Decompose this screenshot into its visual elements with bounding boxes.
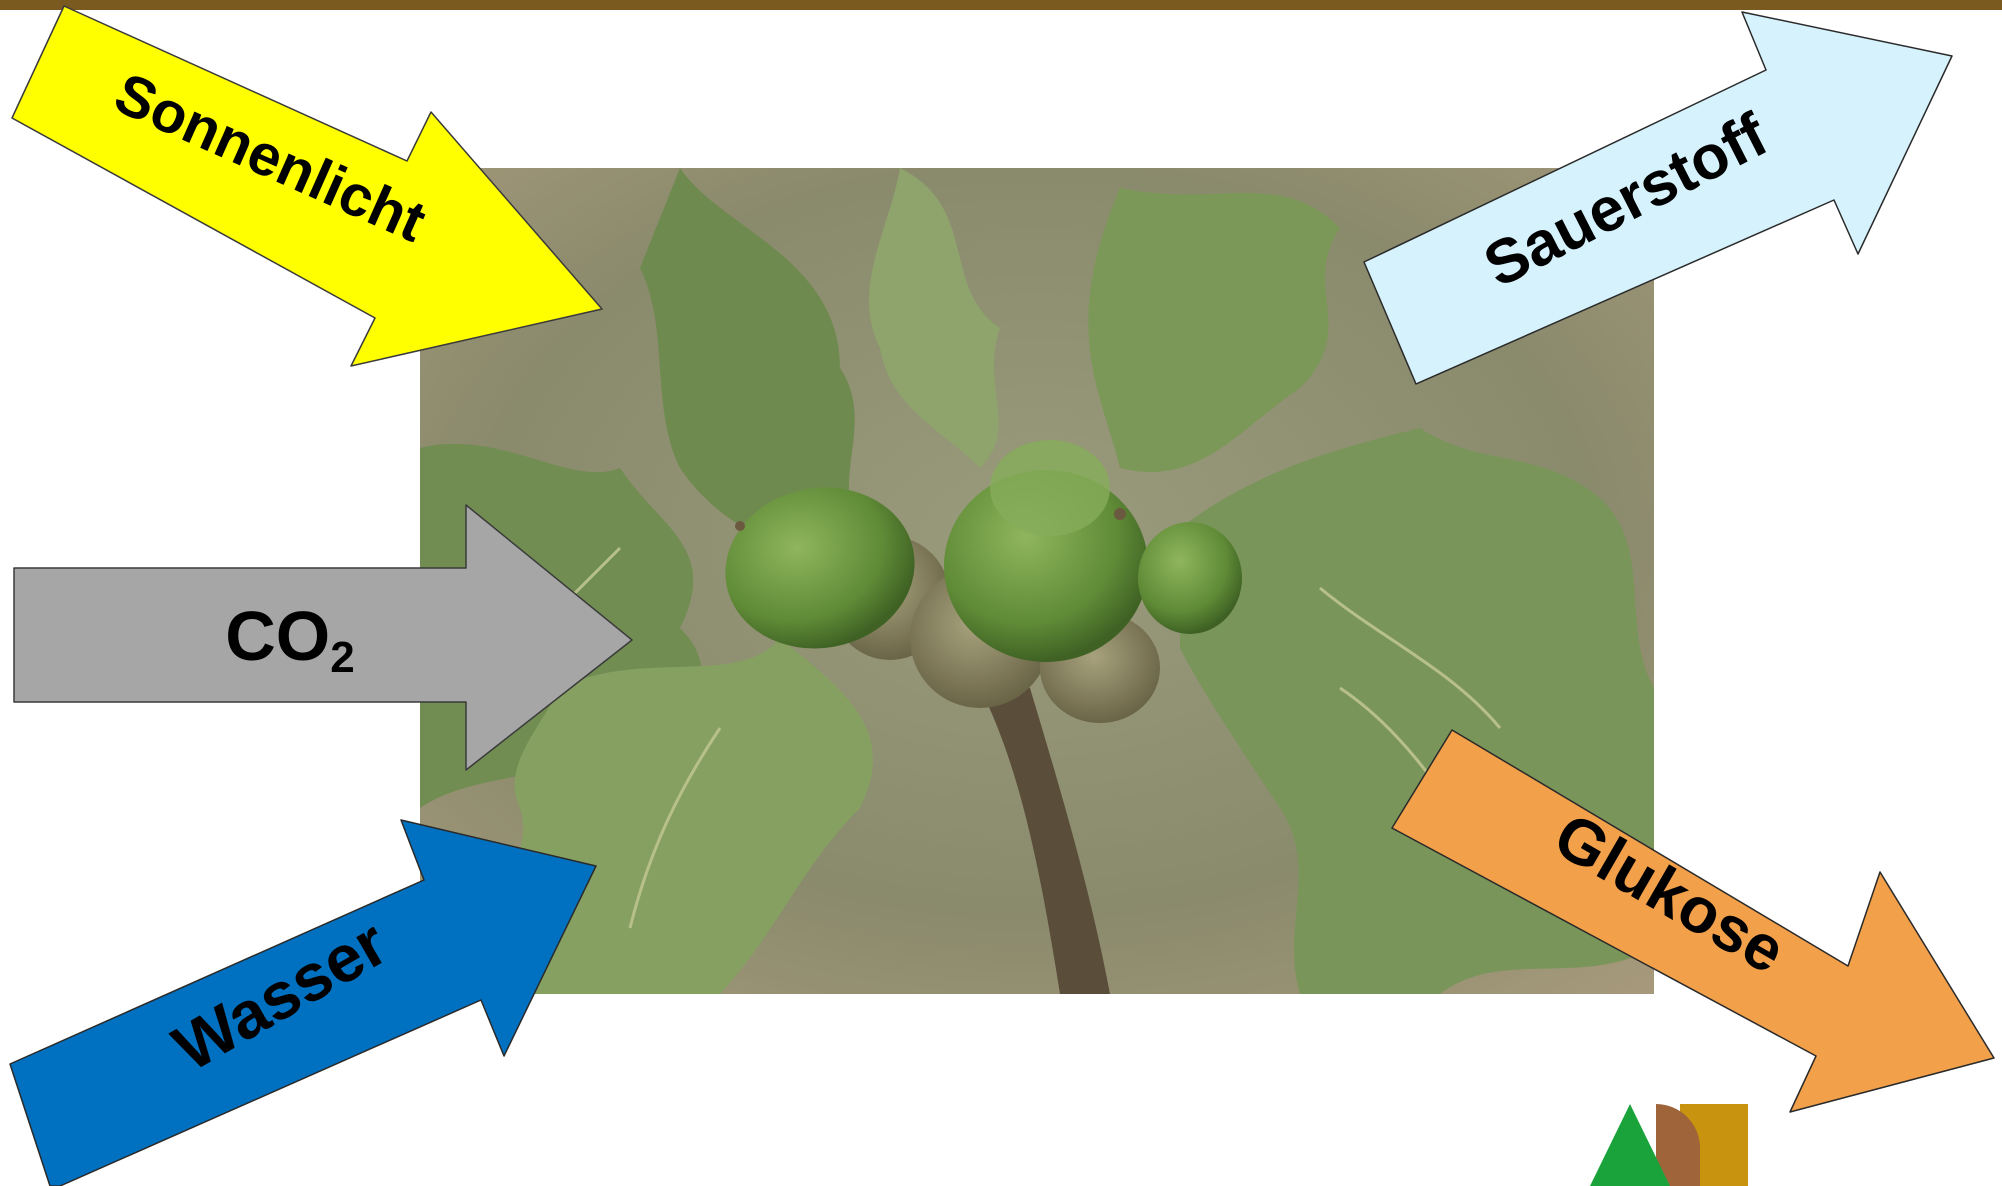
triangle-leaf-logo — [1572, 1100, 1792, 1186]
